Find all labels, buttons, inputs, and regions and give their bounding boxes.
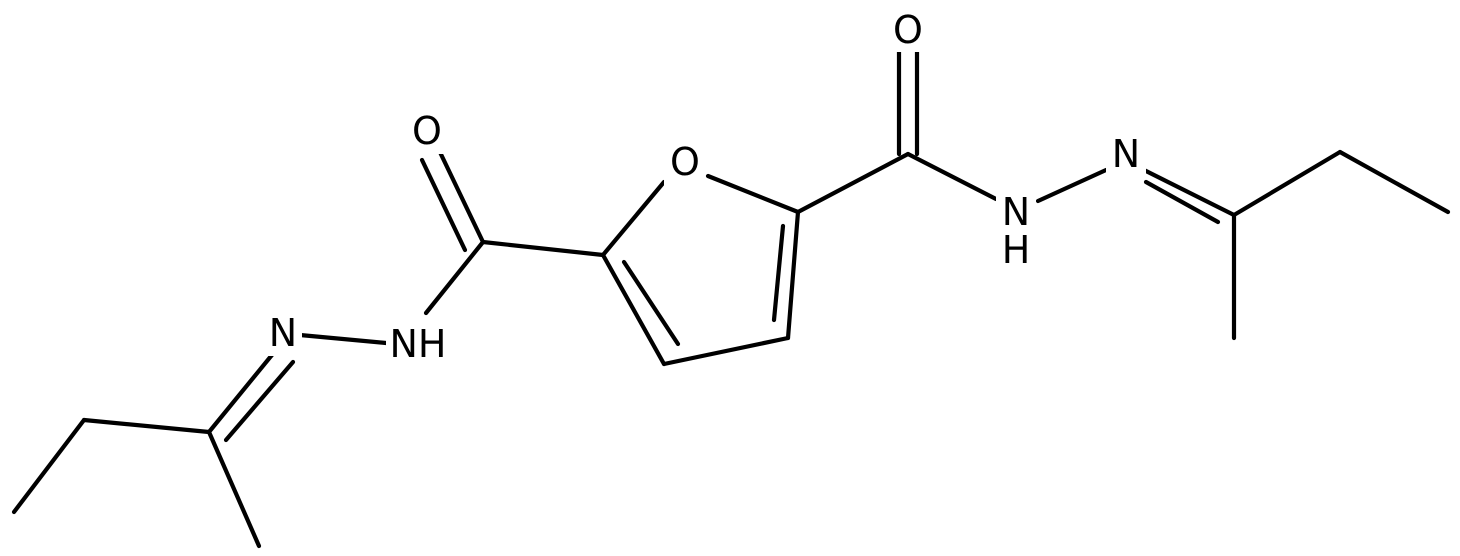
atom-labels: O O O NH N N N H (262, 6, 1146, 368)
bond-n-c-left-1 (206, 347, 279, 435)
bond-nh-n-right (1035, 167, 1109, 204)
bond-c-ch2-right (1231, 149, 1343, 218)
bond-ring-c2-c3 (600, 252, 667, 367)
bonds (11, 45, 1451, 549)
bond-ring-o-c2 (600, 179, 667, 258)
bond-ring-o-c5 (705, 173, 801, 215)
bond-nh-n-left (297, 332, 389, 346)
atom-o-carbonyl-left: O (412, 109, 442, 153)
bond-ch2-ch3-right (1337, 149, 1451, 215)
bond-c2-carbonyl-left (480, 239, 606, 258)
bond-n-c-right-1 (1135, 164, 1237, 218)
atom-o-furan: O (670, 140, 700, 184)
bond-carbonyl-o-left-1 (435, 145, 486, 245)
bond-n-c-right-2 (1143, 179, 1221, 225)
atom-nh-right-n: N (1002, 190, 1030, 234)
atom-o-carbonyl-right: O (893, 8, 923, 52)
atom-n-right: N (1112, 132, 1140, 176)
bond-ring-c4-c5 (785, 209, 801, 341)
bond-ring-c4-c5-inner (771, 223, 786, 323)
bond-ch2-ch3-left (11, 417, 87, 515)
bond-ring-c3-c4 (661, 335, 791, 367)
atom-nh-left: NH (390, 322, 447, 366)
bond-carbonyl-nh-left (423, 239, 486, 316)
bond-c-ch2-left (81, 417, 212, 435)
bond-n-c-left-2 (223, 359, 296, 443)
bond-carbonyl-o-left-2 (419, 157, 468, 253)
atom-n-left: N (269, 311, 297, 355)
bond-carbonyl-nh-right (905, 151, 999, 202)
bond-c5-carbonyl-right (795, 151, 911, 215)
bond-ring-c2-c3-inner (621, 259, 681, 347)
bond-c-me-left (206, 429, 262, 549)
atom-nh-right-h: H (1002, 228, 1031, 272)
